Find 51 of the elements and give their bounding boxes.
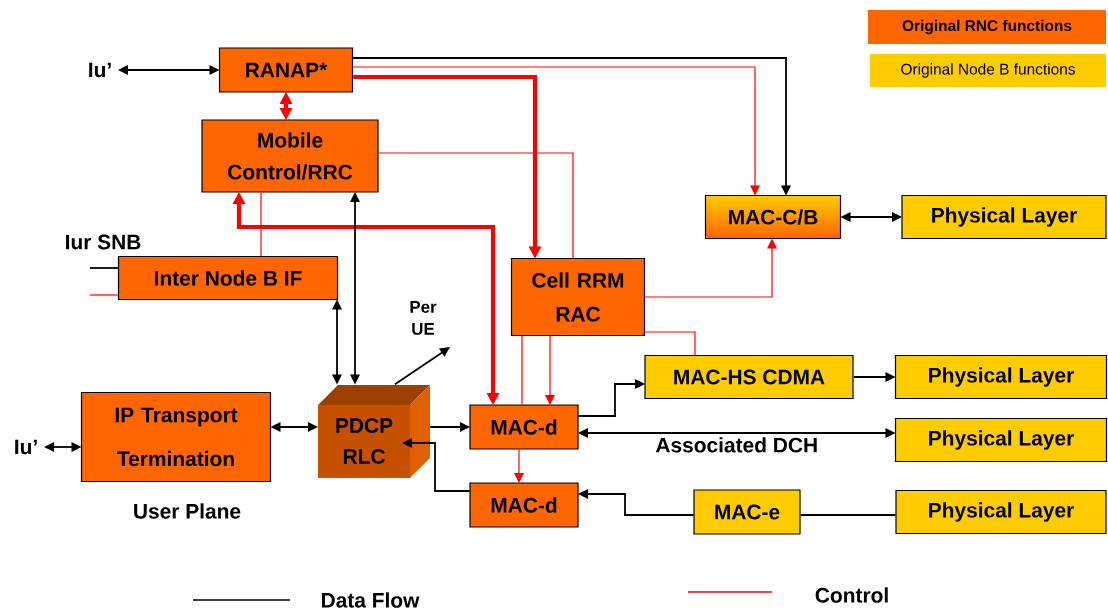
arrow (545, 335, 555, 405)
process-box: Mobile Control/RRC (201, 119, 379, 193)
process-box: Cell RRM RAC (510, 257, 646, 337)
process-box: Physical Layer (894, 417, 1108, 463)
process-box: MAC-d (469, 482, 579, 528)
arrow (578, 489, 695, 516)
connector-line (521, 335, 523, 405)
process-box: MAC-HS CDMA (644, 354, 854, 400)
connector-line (644, 331, 696, 356)
process-box: IP Transport Termination (80, 391, 272, 483)
arrow (270, 422, 318, 432)
arrow (402, 438, 471, 492)
text-label: User Plane (134, 503, 241, 519)
connector-line (799, 514, 897, 516)
interface-label: Iu’ (15, 439, 37, 455)
legend-label: Original RNC functions (902, 19, 1072, 35)
arrow (840, 212, 902, 222)
text-label: Iur SNB (66, 234, 141, 250)
arrow (578, 428, 896, 438)
legend-label: Data Flow (322, 592, 420, 608)
annotation-text: Per UE (410, 301, 437, 335)
arrow (332, 299, 342, 385)
process-box: Inter Node B IF (117, 255, 339, 301)
arrow (279, 92, 293, 120)
edge-label: Associated DCH (654, 436, 820, 454)
arrow (118, 65, 220, 75)
arrow (350, 192, 360, 385)
connector-line (260, 192, 262, 257)
process-box: Physical Layer (895, 489, 1107, 535)
process-box: Physical Layer (901, 194, 1107, 240)
process-box: RANAP* (218, 47, 354, 93)
arrow (394, 347, 450, 386)
process-box: MAC-C/B (704, 194, 842, 240)
process-box: MAC-d (469, 404, 579, 450)
arrow (353, 74, 542, 259)
arrow (644, 238, 777, 298)
legend-label: Control (815, 587, 888, 603)
arrow (429, 422, 470, 432)
process-box: Physical Layer (894, 354, 1108, 400)
process-box: MAC-e (693, 489, 801, 535)
connector-line (89, 267, 119, 269)
arrow (44, 442, 82, 452)
arrow (232, 192, 500, 405)
interface-label: Iu’ (89, 62, 111, 78)
connector-line (89, 294, 119, 296)
legend-label: Original Node B functions (901, 63, 1075, 78)
connector-line (378, 152, 574, 259)
cube-block: PDCP RLC (318, 385, 430, 478)
arrow (577, 379, 645, 417)
arrow (514, 449, 524, 483)
arrow (852, 372, 896, 382)
